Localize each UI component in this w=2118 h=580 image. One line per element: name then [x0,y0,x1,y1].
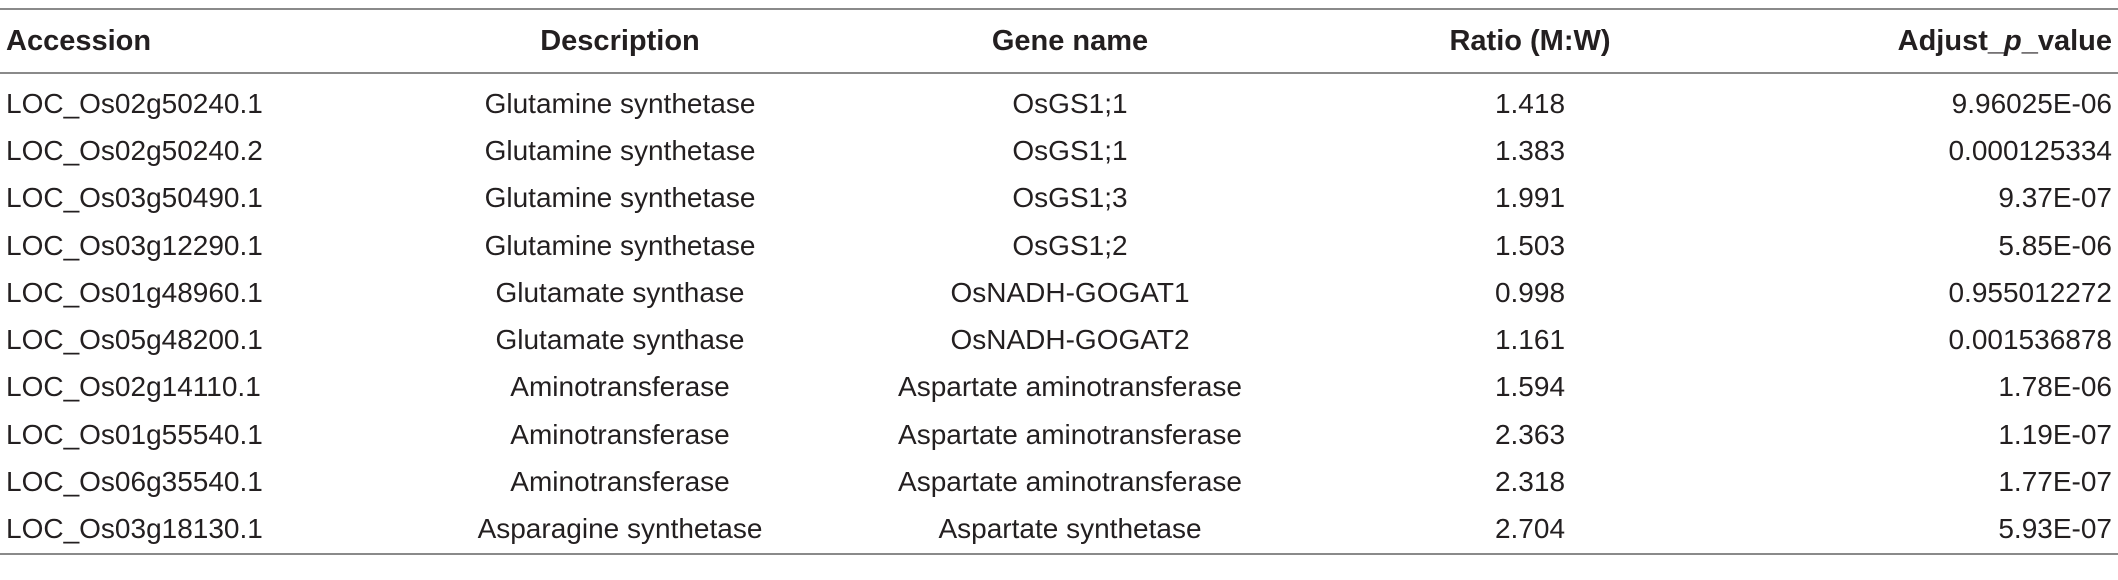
cell-accession: LOC_Os03g18130.1 [6,513,263,545]
cell-adjust-p-value: 5.85E-06 [1998,229,2112,261]
cell-description: Glutamate synthase [495,276,745,308]
cell-gene-name: OsNADH-GOGAT1 [950,276,1190,308]
cell-accession: LOC_Os01g48960.1 [6,276,263,308]
cell-accession: LOC_Os03g12290.1 [6,229,263,261]
cell-adjust-p-value: 0.000125334 [1948,134,2112,166]
table-body: LOC_Os02g50240.1 Glutamine synthetase Os… [0,73,2118,554]
cell-ratio: 2.318 [1494,466,1566,498]
cell-ratio: 1.991 [1494,182,1566,214]
header-adjust-suffix: _value [2021,24,2112,57]
cell-ratio: 1.161 [1494,324,1566,356]
cell-gene-name: OsGS1;1 [1012,134,1128,166]
cell-description: Glutamine synthetase [484,134,756,166]
cell-description: Glutamine synthetase [484,229,756,261]
cell-gene-name: OsGS1;3 [1012,182,1128,214]
cell-adjust-p-value: 9.96025E-06 [1951,87,2112,119]
cell-adjust-p-value: 1.78E-06 [1998,371,2112,403]
cell-gene-name: Aspartate synthetase [938,513,1202,545]
cell-ratio: 2.704 [1494,513,1566,545]
cell-gene-name: Aspartate aminotransferase [898,371,1242,403]
cell-ratio: 1.594 [1494,371,1566,403]
cell-gene-name: Aspartate aminotransferase [898,418,1242,450]
header-adjust-p-value: Adjust_p_value [1750,9,2118,73]
cell-accession: LOC_Os02g50240.1 [6,87,263,119]
table-row: LOC_Os03g18130.1 Asparagine synthetase A… [0,506,2118,554]
cell-adjust-p-value: 0.001536878 [1948,324,2112,356]
table-row: LOC_Os01g55540.1 Aminotransferase Aspart… [0,411,2118,458]
cell-ratio: 0.998 [1494,276,1566,308]
header-adjust-italic: p [2003,24,2022,57]
table-row: LOC_Os02g14110.1 Aminotransferase Aspart… [0,364,2118,411]
cell-gene-name: OsGS1;1 [1012,87,1128,119]
cell-description: Glutamine synthetase [484,182,756,214]
cell-description: Aminotransferase [510,466,730,498]
cell-accession: LOC_Os03g50490.1 [6,182,263,214]
cell-accession: LOC_Os05g48200.1 [6,324,263,356]
cell-description: Asparagine synthetase [477,513,763,545]
header-description: Description [540,24,700,57]
table-row: LOC_Os03g50490.1 Glutamine synthetase Os… [0,175,2118,222]
cell-ratio: 1.418 [1494,87,1566,119]
header-gene-name: Gene name [991,24,1149,57]
table-row: LOC_Os02g50240.1 Glutamine synthetase Os… [0,73,2118,127]
gene-table: Accession Description Gene name Ratio (M… [0,8,2118,555]
cell-description: Glutamate synthase [495,324,745,356]
header-row: Accession Description Gene name Ratio (M… [0,9,2118,73]
gene-table-container: Accession Description Gene name Ratio (M… [0,8,2118,555]
cell-ratio: 2.363 [1494,418,1566,450]
cell-adjust-p-value: 1.77E-07 [1998,466,2112,498]
cell-description: Aminotransferase [510,418,730,450]
header-ratio: Ratio (M:W) [1449,24,1611,57]
cell-ratio: 1.503 [1494,229,1566,261]
cell-ratio: 1.383 [1494,134,1566,166]
header-accession: Accession [6,24,152,57]
cell-gene-name: OsGS1;2 [1012,229,1128,261]
cell-description: Aminotransferase [510,371,730,403]
cell-accession: LOC_Os02g14110.1 [6,371,261,403]
header-adjust-prefix: Adjust_ [1897,24,2004,57]
cell-description: Glutamine synthetase [484,87,756,119]
cell-adjust-p-value: 0.955012272 [1948,276,2112,308]
cell-accession: LOC_Os06g35540.1 [6,466,263,498]
cell-accession: LOC_Os01g55540.1 [6,418,263,450]
cell-gene-name: Aspartate aminotransferase [898,466,1242,498]
table-row: LOC_Os01g48960.1 Glutamate synthase OsNA… [0,269,2118,316]
table-header: Accession Description Gene name Ratio (M… [0,9,2118,73]
cell-adjust-p-value: 9.37E-07 [1998,182,2112,214]
table-row: LOC_Os02g50240.2 Glutamine synthetase Os… [0,127,2118,174]
table-row: LOC_Os05g48200.1 Glutamate synthase OsNA… [0,316,2118,363]
table-row: LOC_Os06g35540.1 Aminotransferase Aspart… [0,458,2118,505]
cell-gene-name: OsNADH-GOGAT2 [950,324,1190,356]
table-row: LOC_Os03g12290.1 Glutamine synthetase Os… [0,222,2118,269]
cell-accession: LOC_Os02g50240.2 [6,134,263,166]
cell-adjust-p-value: 5.93E-07 [1998,513,2112,545]
cell-adjust-p-value: 1.19E-07 [1998,418,2112,450]
